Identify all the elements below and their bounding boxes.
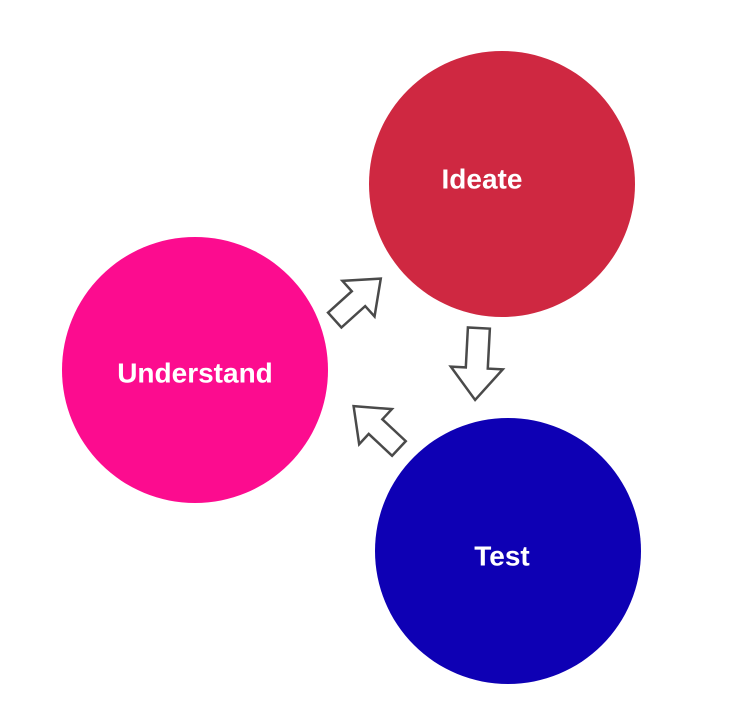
node-test-label: Test	[474, 540, 530, 571]
arrow-right-icon	[326, 277, 383, 330]
arrow-test-to-understand	[352, 404, 408, 458]
node-understand-circle	[62, 237, 328, 503]
node-understand-label: Understand	[117, 357, 273, 388]
node-test-circle	[375, 418, 641, 684]
node-ideate-circle	[369, 51, 635, 317]
node-ideate: Ideate	[369, 51, 635, 317]
node-understand: Understand	[62, 237, 328, 503]
arrow-understand-to-ideate	[326, 277, 383, 330]
arrow-down-icon	[448, 326, 506, 402]
arrow-ideate-to-test	[448, 326, 506, 402]
arrow-left-icon	[352, 404, 408, 458]
node-test: Test	[375, 418, 641, 684]
node-ideate-label: Ideate	[442, 163, 523, 194]
